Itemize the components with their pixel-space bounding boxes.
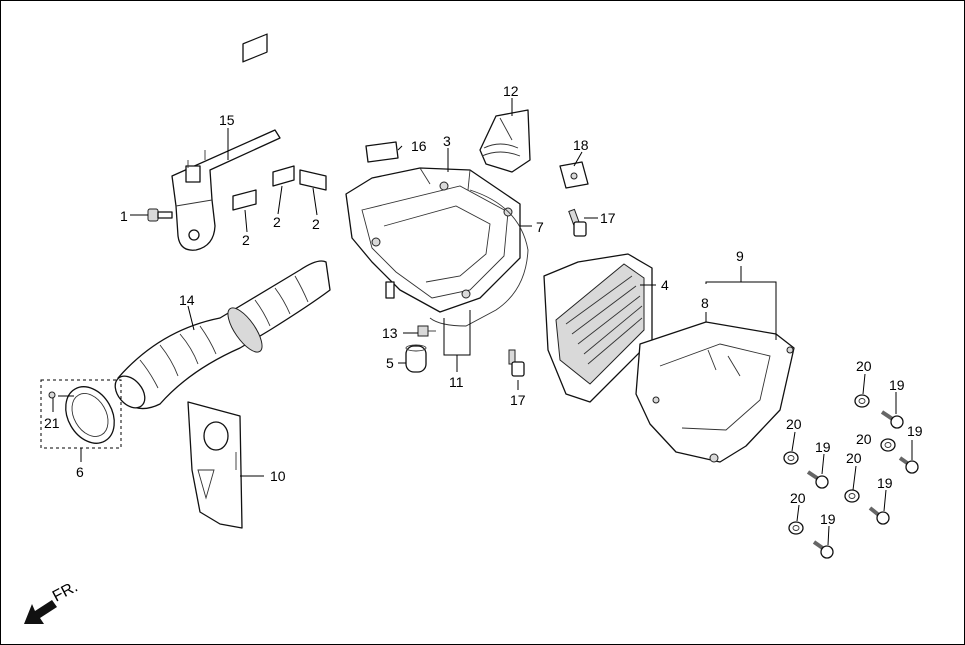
- part-8-airbox-cover: [635, 321, 795, 463]
- leader-lines: [52, 98, 913, 546]
- callout-2-a: 2: [242, 232, 250, 248]
- callout-10: 10: [270, 468, 286, 484]
- callout-2-b: 2: [273, 214, 281, 230]
- callout-3: 3: [443, 133, 451, 149]
- callout-8: 8: [701, 295, 709, 311]
- callout-21: 21: [44, 415, 60, 431]
- callout-16: 16: [411, 138, 427, 154]
- callout-1: 1: [120, 208, 128, 224]
- part-18-clip: [559, 161, 589, 189]
- part-3-airbox-housing: [345, 167, 521, 313]
- part-4-air-filter: [543, 253, 653, 403]
- callout-6: 6: [76, 464, 84, 480]
- callout-20-e: 20: [790, 490, 806, 506]
- front-direction-indicator: FR.: [24, 578, 81, 624]
- callout-19-b: 19: [907, 423, 923, 439]
- callout-labels: 1 2 2 2 3 4 5 6 7 8 9 10 11 12 13 14 15 …: [44, 83, 923, 527]
- callout-19-e: 19: [820, 511, 836, 527]
- callout-14: 14: [179, 292, 195, 308]
- part-14-intake-duct: [114, 260, 331, 410]
- callout-7: 7: [536, 219, 544, 235]
- part-13-clip: [417, 325, 436, 337]
- callout-4: 4: [661, 277, 669, 293]
- part-15-bracket: [171, 33, 281, 251]
- callout-9: 9: [736, 248, 744, 264]
- callout-5: 5: [386, 355, 394, 371]
- callout-19-d: 19: [877, 475, 893, 491]
- callout-17-b: 17: [510, 392, 526, 408]
- callout-19-c: 19: [815, 439, 831, 455]
- callout-20-a: 20: [856, 358, 872, 374]
- part-5-sleeve: [405, 344, 427, 373]
- part-19-screws: [806, 410, 919, 559]
- callout-12: 12: [503, 83, 519, 99]
- front-arrow-icon: [24, 600, 57, 624]
- callout-18: 18: [573, 137, 589, 153]
- callout-15: 15: [219, 112, 235, 128]
- front-label: FR.: [50, 578, 81, 605]
- part-7-seal: [429, 189, 529, 327]
- callout-2-c: 2: [312, 216, 320, 232]
- part-20-washers: [783, 394, 896, 535]
- part-17-screws: [508, 208, 587, 377]
- part-16-label: [365, 141, 399, 163]
- callout-19-a: 19: [889, 377, 905, 393]
- callout-20-c: 20: [856, 431, 872, 447]
- part-1-bolt: [147, 208, 173, 222]
- callout-17-a: 17: [600, 210, 616, 226]
- callout-11: 11: [449, 374, 464, 390]
- part-6-clamp-group: [40, 379, 122, 449]
- part-10-plate: [187, 401, 243, 529]
- callout-20-d: 20: [846, 450, 862, 466]
- part-2-pads: [232, 165, 327, 211]
- callout-20-b: 20: [786, 416, 802, 432]
- callout-13: 13: [382, 325, 398, 341]
- part-12-snorkel: [479, 109, 531, 173]
